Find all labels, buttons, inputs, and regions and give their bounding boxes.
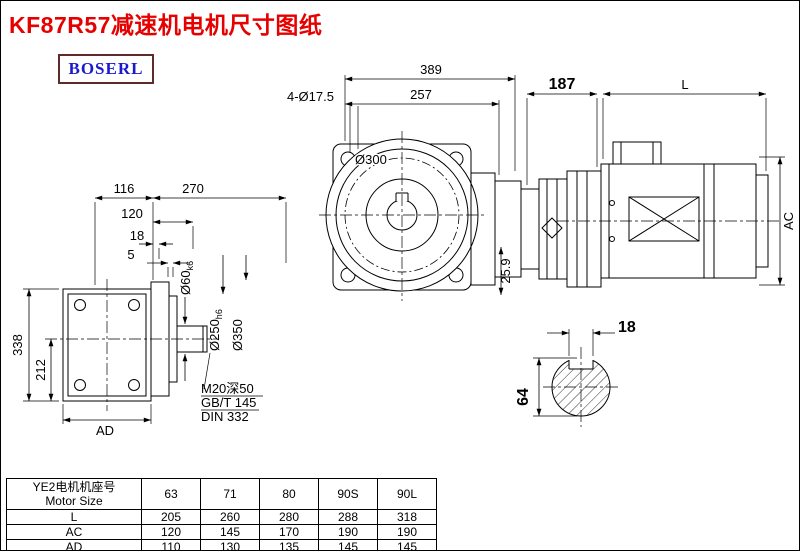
table-size-col: 71 — [200, 478, 260, 510]
table-cell: 135 — [259, 539, 319, 550]
table-row: L 205 260 280 288 318 — [6, 509, 437, 525]
dim-18-side: 18 — [130, 228, 144, 243]
dim-spigot-dia: Ø250h6 — [207, 309, 224, 351]
row-label: AC — [6, 524, 142, 540]
table-size-col: 80 — [259, 478, 319, 510]
table-cell: 260 — [200, 509, 260, 525]
dim-338: 338 — [10, 334, 25, 356]
table-cell: 280 — [259, 509, 319, 525]
dim-270: 270 — [182, 181, 204, 196]
motor-size-table: YE2电机机座号 Motor Size 63 71 80 90S 90L L 2… — [6, 478, 437, 550]
technical-drawing: 116 270 120 18 5 Ø60k6 Ø250h6 Ø350 — [10, 62, 796, 438]
table-cell: 190 — [377, 524, 437, 540]
terminal-box — [612, 141, 662, 165]
dim-motor-length: L — [681, 77, 688, 92]
dim-ad: AD — [96, 423, 114, 438]
table-size-col: 90L — [377, 478, 437, 510]
brand-logo: BOSERL — [58, 54, 154, 84]
table-cell: 145 — [200, 524, 260, 540]
dim-motor-ac: AC — [781, 212, 796, 230]
dim-257: 257 — [410, 87, 432, 102]
dim-shaft-end-dia: 64 — [515, 388, 532, 406]
table-size-col: 90S — [318, 478, 378, 510]
note-gb-standard: GB/T 145 — [201, 395, 256, 410]
gearbox-side-view — [45, 279, 217, 411]
table-header-cn: YE2电机机座号 — [32, 480, 116, 494]
table-cell: 130 — [200, 539, 260, 550]
table-row: AD 110 130 135 145 145 — [6, 539, 437, 550]
dim-5: 5 — [127, 247, 134, 262]
table-cell: 145 — [377, 539, 437, 550]
dim-mounting-holes: 4-Ø17.5 — [287, 89, 334, 104]
table-cell: 318 — [377, 509, 437, 525]
dim-key-width: 18 — [618, 319, 636, 336]
table-size-col: 63 — [141, 478, 201, 510]
side-view-dimensions: 116 270 120 18 5 Ø60k6 Ø250h6 Ø350 — [10, 181, 287, 438]
oil-plug-diamond — [541, 217, 563, 239]
motor-side-view — [557, 141, 779, 279]
table-cell: 145 — [318, 539, 378, 550]
table-header-motor-size: YE2电机机座号 Motor Size — [6, 478, 142, 510]
note-din-standard: DIN 332 — [201, 409, 249, 424]
shaft-section-view: 18 64 — [515, 319, 636, 427]
gearbox-front-view: Ø300 — [319, 131, 485, 301]
table-cell: 190 — [318, 524, 378, 540]
table-cell: 120 — [141, 524, 201, 540]
top-dimensions: 389 257 4-Ø17.5 187 L AC — [287, 62, 796, 286]
bevel-housing-adapter: 25.9 — [470, 170, 602, 295]
page-title: KF87R57减速机电机尺寸图纸 — [9, 12, 323, 38]
note-tap-hole: M20深50 — [201, 381, 254, 396]
table-cell: 110 — [141, 539, 201, 550]
table-cell: 170 — [259, 524, 319, 540]
row-label: L — [6, 509, 142, 525]
dim-120: 120 — [121, 206, 143, 221]
dim-shaft-dia: Ø60k6 — [178, 261, 195, 295]
dim-25-9: 25.9 — [498, 258, 513, 283]
dim-116: 116 — [114, 181, 135, 196]
dim-flange-dia: Ø350 — [230, 319, 245, 351]
table-row: AC 120 145 170 190 190 — [6, 524, 437, 540]
dim-212: 212 — [33, 359, 48, 381]
row-label: AD — [6, 539, 142, 550]
table-cell: 205 — [141, 509, 201, 525]
table-cell: 288 — [318, 509, 378, 525]
dim-187: 187 — [549, 76, 576, 93]
dim-389: 389 — [420, 62, 442, 77]
table-header-en: Motor Size — [45, 494, 103, 508]
dim-bolt-circle: Ø300 — [355, 152, 387, 167]
